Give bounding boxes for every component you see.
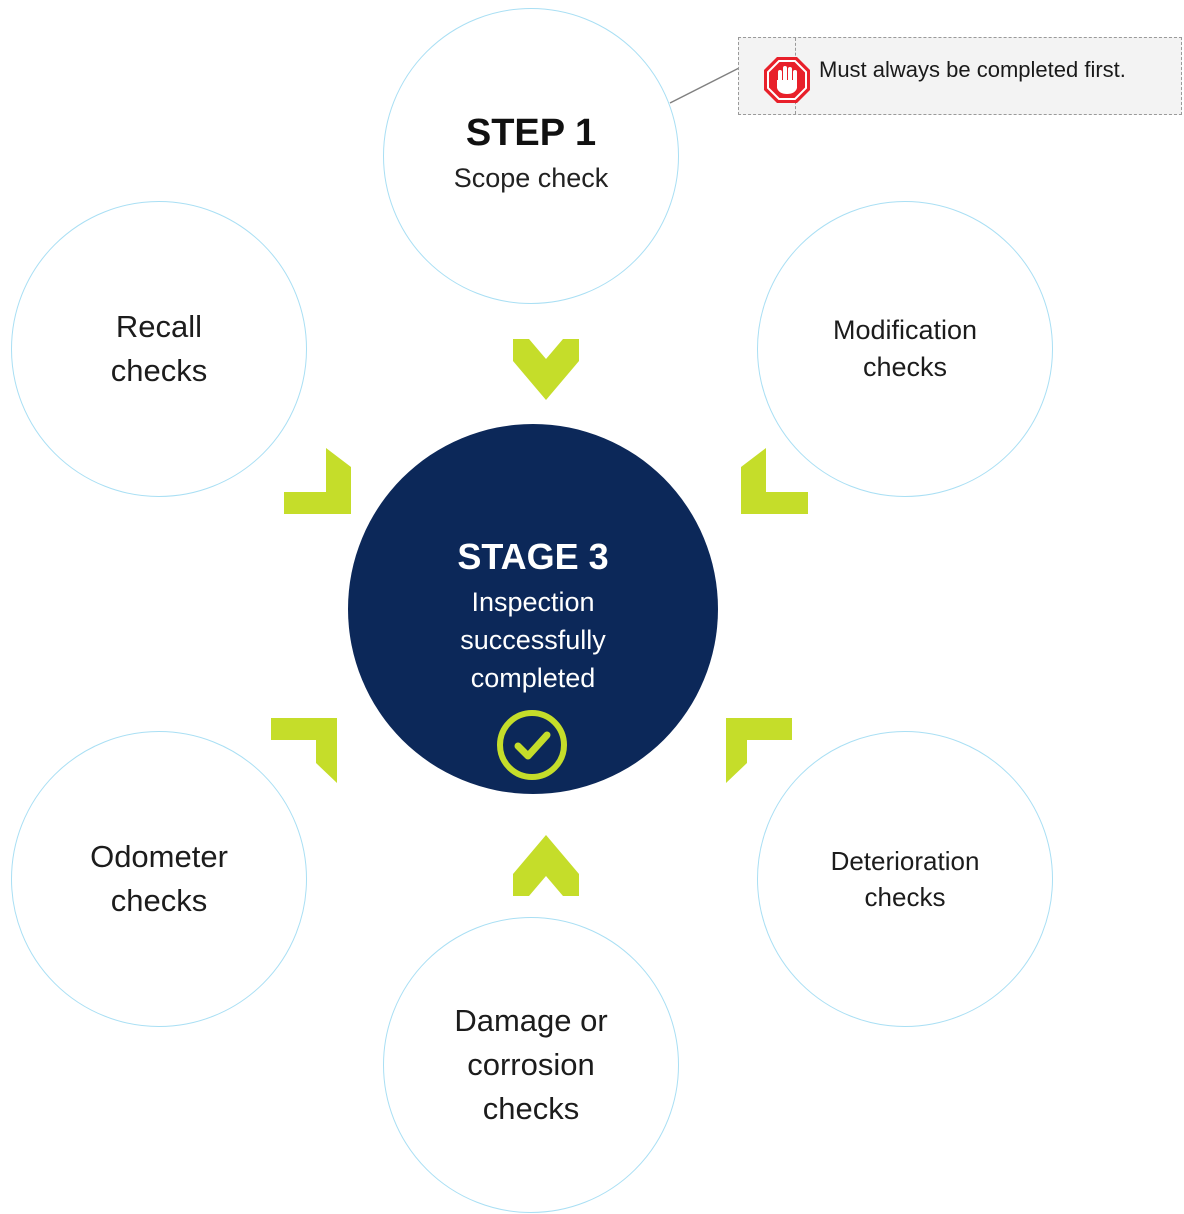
stop-hand-icon xyxy=(764,57,810,103)
stage3-circle: STAGE 3 Inspection successfully complete… xyxy=(348,424,718,794)
modification-checks-label: Modification checks xyxy=(832,314,978,382)
step1-title: STEP 1 xyxy=(465,112,597,154)
chevron-up-left-icon xyxy=(726,718,792,783)
recall-checks-label: Recall checks xyxy=(110,308,208,388)
step1-subtitle: Scope check xyxy=(453,163,609,193)
stage3-title: STAGE 3 xyxy=(457,536,609,577)
odometer-checks-label: Odometer checks xyxy=(90,838,228,918)
stage3-subtitle: Inspection successfully completed xyxy=(460,587,606,693)
callout-text: Must always be completed first. xyxy=(819,57,1126,82)
chevron-up-icon xyxy=(513,835,579,896)
odometer-checks-bubble: Odometer checks xyxy=(11,731,307,1027)
chevron-up-right-icon xyxy=(271,718,337,783)
chevron-down-right-icon xyxy=(284,448,351,514)
callout-note: Must always be completed first. xyxy=(738,37,1182,115)
step1-bubble: STEP 1 Scope check xyxy=(383,8,679,304)
check-circle-icon xyxy=(497,710,567,780)
deterioration-checks-bubble: Deterioration checks xyxy=(757,731,1053,1027)
modification-checks-bubble: Modification checks xyxy=(757,201,1053,497)
recall-checks-bubble: Recall checks xyxy=(11,201,307,497)
deterioration-checks-label: Deterioration checks xyxy=(830,845,980,912)
chevron-down-icon xyxy=(513,339,579,400)
chevron-down-left-icon xyxy=(741,448,808,514)
damage-corrosion-checks-bubble: Damage or corrosion checks xyxy=(383,917,679,1213)
damage-corrosion-checks-label: Damage or corrosion checks xyxy=(454,1002,608,1126)
